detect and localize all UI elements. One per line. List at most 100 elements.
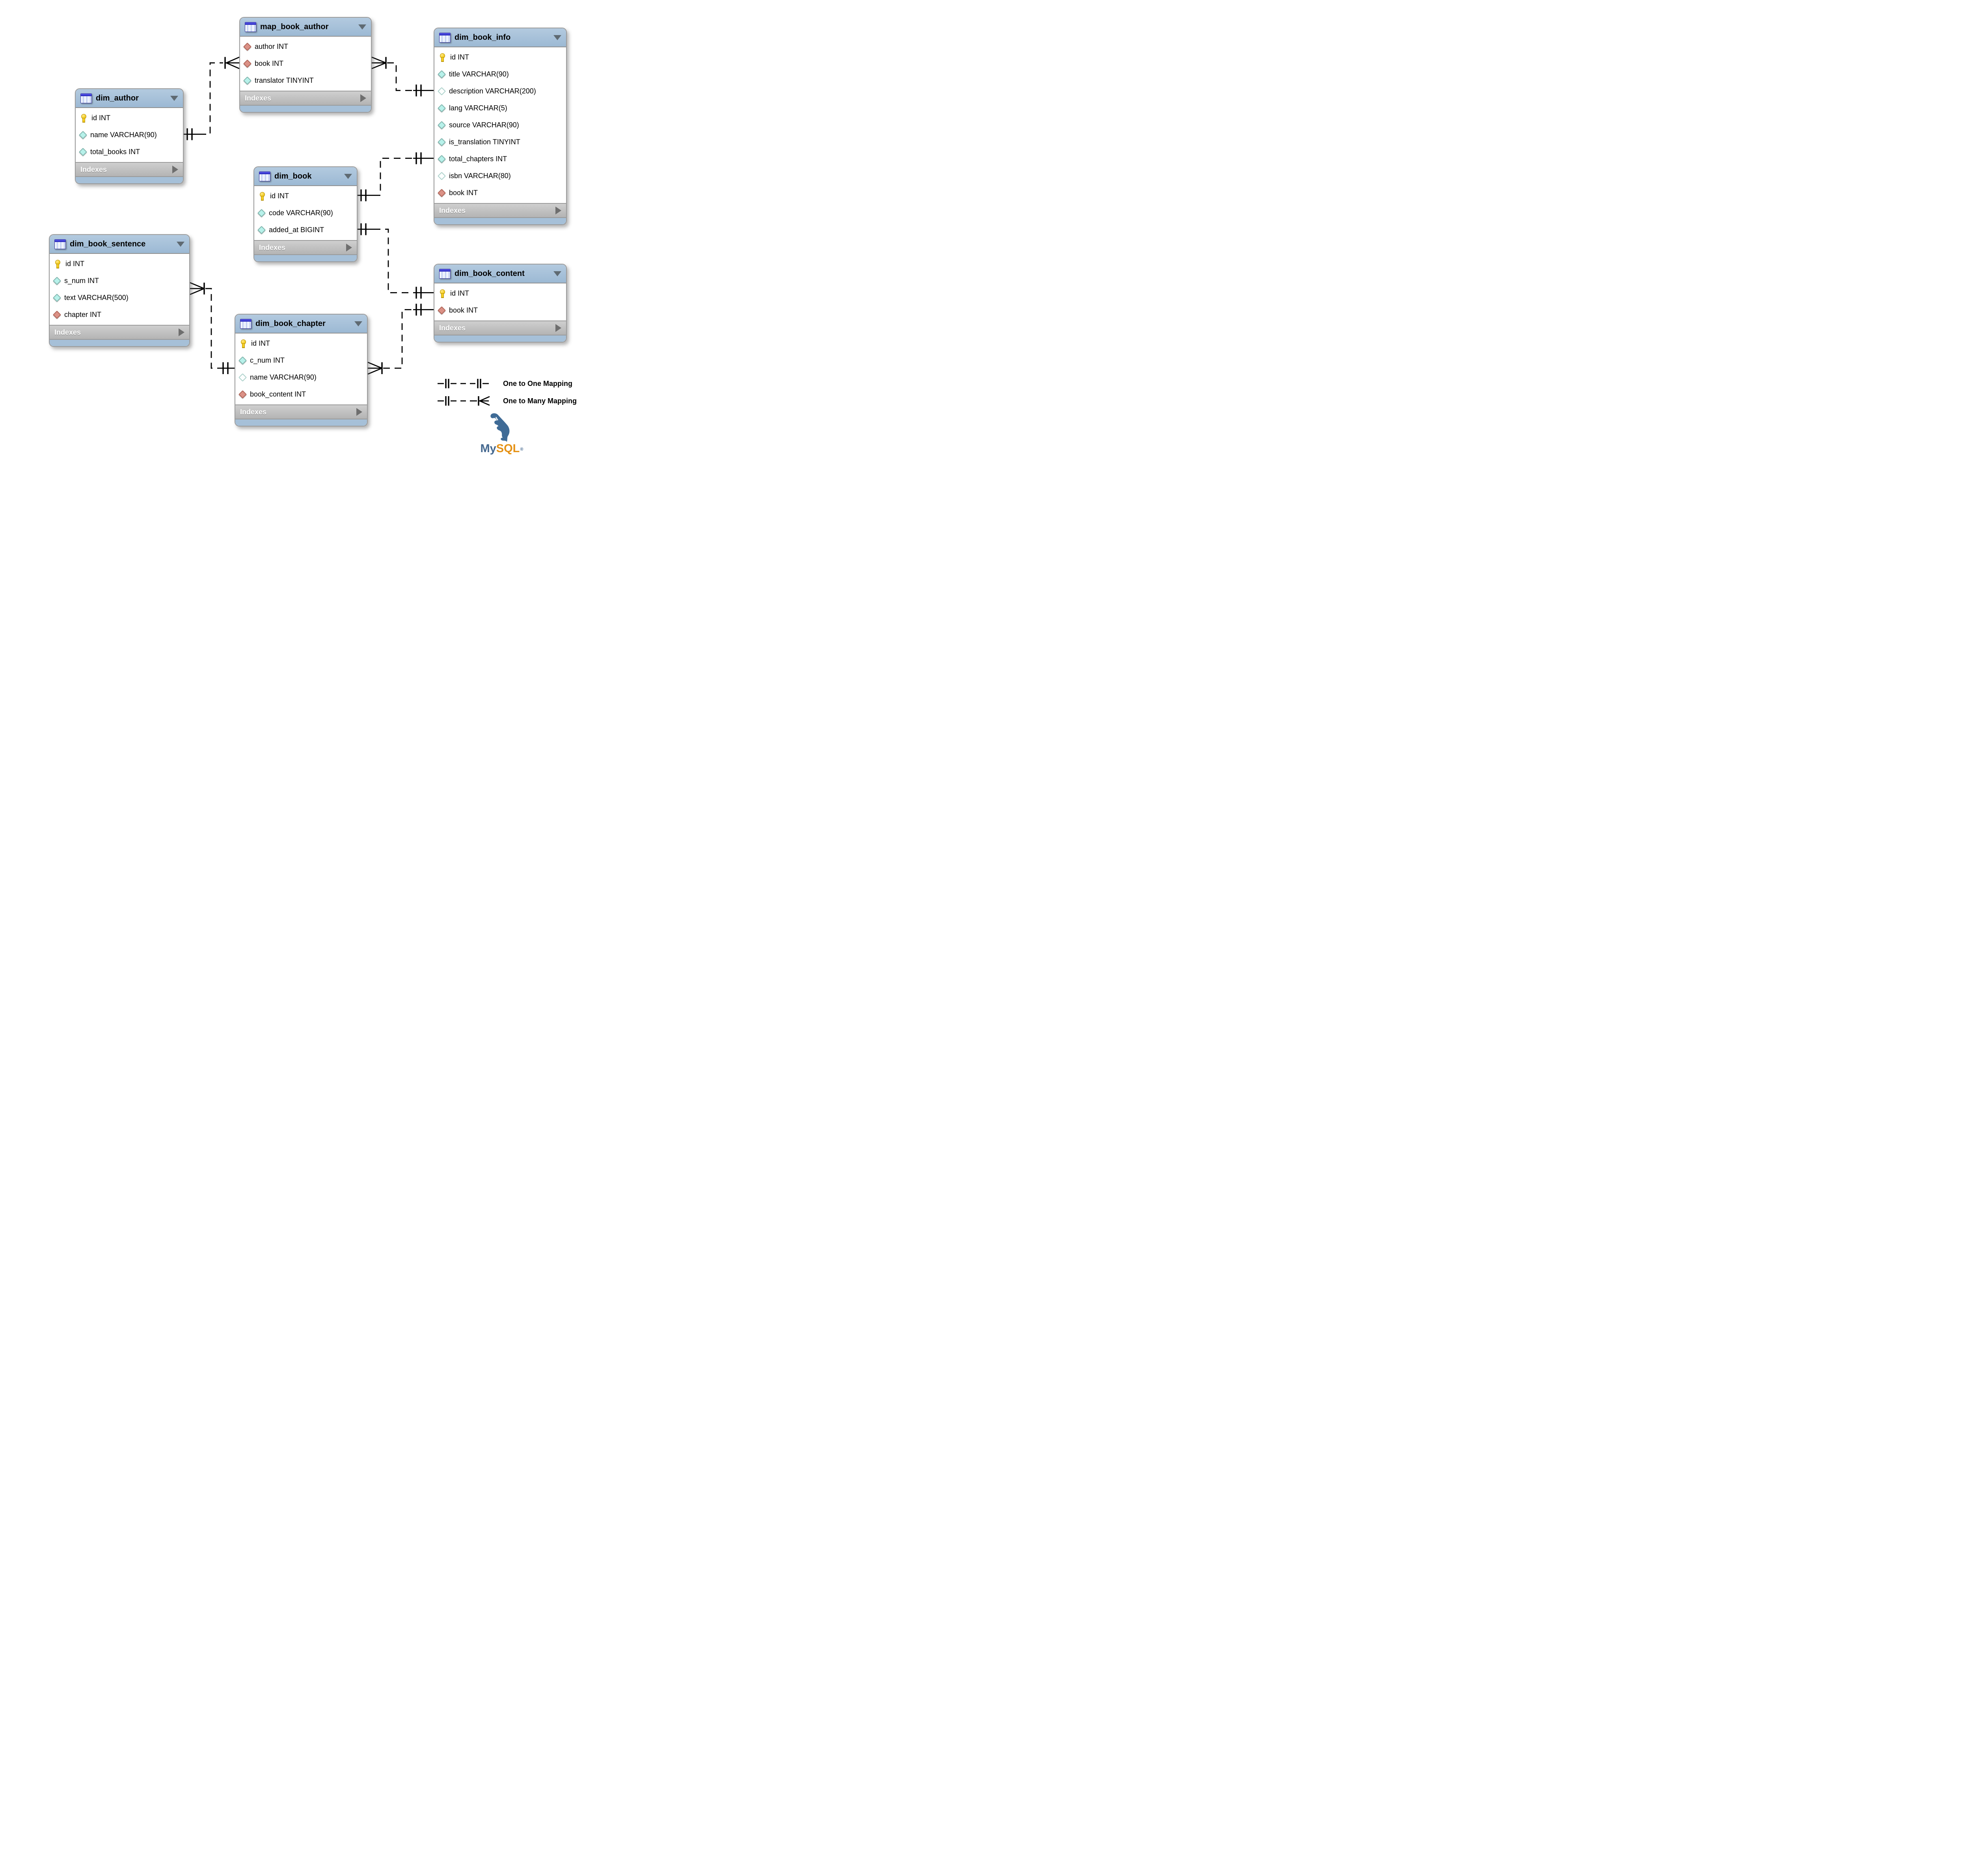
indexes-label: Indexes <box>54 328 81 336</box>
column-icon <box>52 293 61 302</box>
column-row[interactable]: isbn VARCHAR(80) <box>434 168 566 184</box>
expand-arrow-icon <box>346 244 352 251</box>
expand-arrow-icon <box>172 166 178 173</box>
indexes-label: Indexes <box>439 206 466 214</box>
collapse-arrow-icon[interactable] <box>553 35 561 40</box>
column-row[interactable]: source VARCHAR(90) <box>434 117 566 134</box>
collapse-arrow-icon[interactable] <box>344 173 352 179</box>
column-row[interactable]: book INT <box>434 302 566 319</box>
relationship-map-book-author-to-dim-book-info[interactable] <box>371 56 434 97</box>
indexes-section[interactable]: Indexes <box>254 240 357 254</box>
relationship-dim-author-to-map-book-author[interactable] <box>184 56 240 140</box>
one-to-one-symbol <box>438 379 489 388</box>
column-icon <box>243 76 252 85</box>
column-row[interactable]: id INT <box>434 285 566 302</box>
table-icon <box>54 239 66 249</box>
table-title: dim_book_info <box>455 33 511 42</box>
relationship-dim-book-sentence-to-dim-book-chapter[interactable] <box>190 282 235 374</box>
column-row[interactable]: id INT <box>235 335 367 352</box>
column-list: id INT name VARCHAR(90) total_books INT <box>76 108 183 162</box>
table-header[interactable]: dim_book <box>254 167 357 186</box>
column-label: source VARCHAR(90) <box>449 121 519 129</box>
column-label: book_content INT <box>250 390 306 398</box>
table-dim-book-chapter: dim_book_chapter id INT c_num INT name V… <box>235 314 368 427</box>
indexes-section[interactable]: Indexes <box>76 162 183 176</box>
column-row[interactable]: s_num INT <box>50 272 189 289</box>
column-row[interactable]: author INT <box>240 38 371 55</box>
column-label: text VARCHAR(500) <box>64 294 129 302</box>
collapse-arrow-icon[interactable] <box>354 321 362 326</box>
column-row[interactable]: total_chapters INT <box>434 151 566 168</box>
mysql-logo: MySQL® <box>472 413 531 455</box>
table-footer-strip <box>76 176 183 183</box>
column-row[interactable]: c_num INT <box>235 352 367 369</box>
collapse-arrow-icon[interactable] <box>177 241 184 247</box>
column-row[interactable]: lang VARCHAR(5) <box>434 100 566 117</box>
column-row[interactable]: book INT <box>434 184 566 201</box>
column-row[interactable]: name VARCHAR(90) <box>76 127 183 143</box>
column-row[interactable]: id INT <box>254 188 357 205</box>
column-row[interactable]: text VARCHAR(500) <box>50 289 189 306</box>
table-header[interactable]: dim_book_sentence <box>50 235 189 254</box>
column-icon <box>257 225 266 235</box>
indexes-section[interactable]: Indexes <box>50 325 189 339</box>
column-row[interactable]: id INT <box>76 110 183 127</box>
indexes-section[interactable]: Indexes <box>434 320 566 335</box>
column-row[interactable]: book_content INT <box>235 386 367 403</box>
column-row[interactable]: id INT <box>50 255 189 272</box>
legend-label: One to One Mapping <box>503 379 572 387</box>
column-list: id INT title VARCHAR(90) description VAR… <box>434 47 566 203</box>
collapse-arrow-icon[interactable] <box>553 271 561 276</box>
expand-arrow-icon <box>555 207 561 214</box>
primary-key-icon <box>80 114 87 123</box>
column-row[interactable]: title VARCHAR(90) <box>434 66 566 83</box>
table-header[interactable]: dim_book_content <box>434 265 566 283</box>
table-dim-author: dim_author id INT name VARCHAR(90) total… <box>75 88 184 184</box>
registered-trademark-icon: ® <box>520 447 523 452</box>
table-title: dim_book <box>274 171 312 181</box>
indexes-section[interactable]: Indexes <box>240 91 371 105</box>
column-label: chapter INT <box>64 311 102 319</box>
column-icon <box>437 138 446 147</box>
table-title: dim_book_chapter <box>255 319 326 328</box>
primary-key-icon <box>240 339 247 348</box>
column-label: id INT <box>450 289 469 297</box>
table-title: dim_author <box>96 93 139 102</box>
column-row[interactable]: translator TINYINT <box>240 72 371 89</box>
column-label: id INT <box>450 53 469 61</box>
column-label: id INT <box>270 192 289 200</box>
column-label: added_at BIGINT <box>269 226 324 234</box>
table-header[interactable]: dim_author <box>76 89 183 108</box>
column-row[interactable]: id INT <box>434 49 566 66</box>
column-row[interactable]: total_books INT <box>76 143 183 160</box>
foreign-key-icon <box>437 306 446 315</box>
legend-item-one-to-many: One to Many Mapping <box>437 394 577 408</box>
column-label: code VARCHAR(90) <box>269 209 333 217</box>
column-label: isbn VARCHAR(80) <box>449 172 511 180</box>
indexes-label: Indexes <box>259 243 286 251</box>
column-label: is_translation TINYINT <box>449 138 520 146</box>
indexes-label: Indexes <box>80 165 107 173</box>
collapse-arrow-icon[interactable] <box>358 24 366 30</box>
indexes-section[interactable]: Indexes <box>235 404 367 419</box>
relationship-dim-book-to-dim-book-content[interactable] <box>358 223 434 299</box>
table-footer-strip <box>50 339 189 346</box>
column-label: translator TINYINT <box>255 76 314 84</box>
column-row[interactable]: code VARCHAR(90) <box>254 205 357 222</box>
relationship-dim-book-chapter-to-dim-book-content[interactable] <box>367 304 434 375</box>
column-row[interactable]: is_translation TINYINT <box>434 134 566 151</box>
column-row[interactable]: name VARCHAR(90) <box>235 369 367 386</box>
column-row[interactable]: description VARCHAR(200) <box>434 83 566 100</box>
table-header[interactable]: map_book_author <box>240 18 371 37</box>
table-header[interactable]: dim_book_info <box>434 28 566 47</box>
indexes-section[interactable]: Indexes <box>434 203 566 217</box>
table-icon <box>245 22 256 32</box>
legend: One to One Mapping One to Many Mapping <box>437 377 577 412</box>
column-list: id INT c_num INT name VARCHAR(90) book_c… <box>235 333 367 404</box>
collapse-arrow-icon[interactable] <box>170 95 178 101</box>
table-header[interactable]: dim_book_chapter <box>235 315 367 333</box>
column-row[interactable]: chapter INT <box>50 306 189 323</box>
relationship-dim-book-to-dim-book-info[interactable] <box>358 152 434 201</box>
column-row[interactable]: added_at BIGINT <box>254 222 357 238</box>
column-row[interactable]: book INT <box>240 55 371 72</box>
